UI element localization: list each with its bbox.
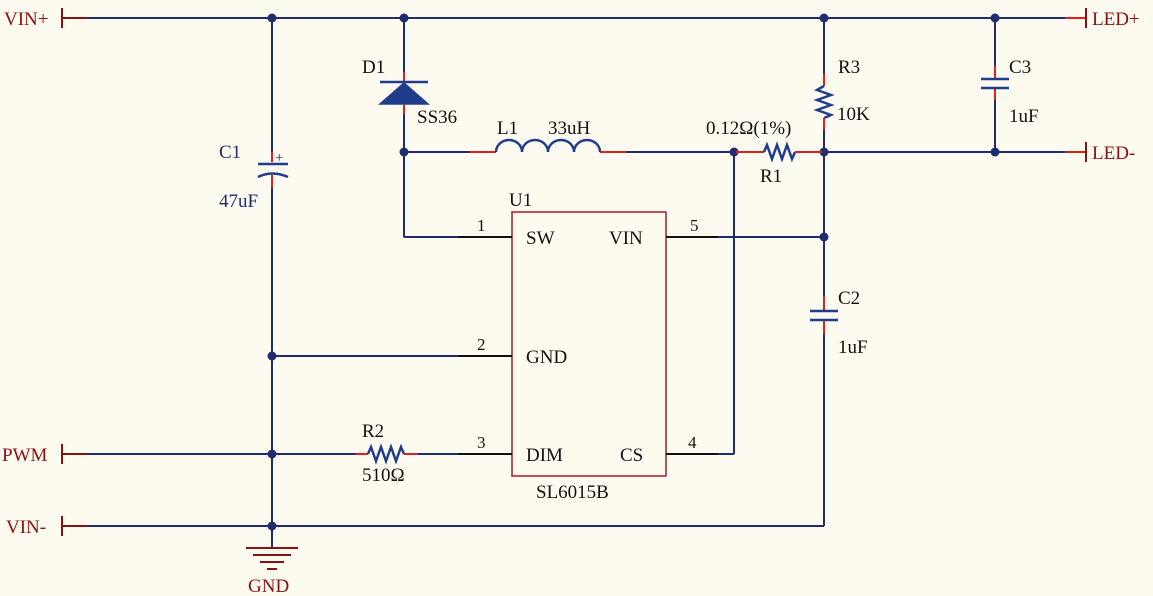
port-vin-plus: VIN+ <box>4 8 88 30</box>
port-label: VIN- <box>6 517 46 538</box>
junction-dot <box>990 147 1000 157</box>
ic-part: SL6015B <box>536 482 609 503</box>
capacitor-c1: + C1 47uF <box>219 142 289 212</box>
port-label: PWM <box>2 445 48 466</box>
d1-value: SS36 <box>417 107 457 128</box>
l1-value: 33uH <box>548 118 591 139</box>
pin-cs-name: CS <box>620 445 643 466</box>
port-label: LED- <box>1092 143 1135 164</box>
junction-dot <box>990 13 1000 23</box>
ic-u1: U1 SL6015B 1 SW 2 GND 3 DIM 5 VIN 4 CS <box>458 190 718 503</box>
port-led-plus: LED+ <box>1065 8 1140 30</box>
junctions <box>267 13 1000 531</box>
pin-vin-number: 5 <box>690 216 699 235</box>
pin-dim-name: DIM <box>526 445 563 466</box>
c2-ref: C2 <box>838 288 860 309</box>
capacitor-c2: C2 1uF <box>810 288 868 358</box>
port-label: VIN+ <box>4 9 49 30</box>
pin-dim-number: 3 <box>477 433 486 452</box>
pin-sw-number: 1 <box>477 216 486 235</box>
junction-dot <box>399 147 409 157</box>
gnd-label: GND <box>248 576 289 596</box>
r3-value: 10K <box>837 104 870 125</box>
r2-value: 510Ω <box>362 465 405 486</box>
c3-value: 1uF <box>1009 106 1039 127</box>
diode-d1: D1 SS36 <box>362 57 457 128</box>
pin-cs-number: 4 <box>688 433 697 452</box>
ic-ref: U1 <box>509 190 532 211</box>
d1-ref: D1 <box>362 57 385 78</box>
ic-body <box>511 211 667 477</box>
r1-ref: R1 <box>760 166 782 187</box>
port-vin-minus: VIN- <box>6 516 88 538</box>
inductor-l1: L1 33uH <box>470 118 626 153</box>
pin-sw-name: SW <box>526 228 555 249</box>
wires <box>88 17 1065 548</box>
port-led-minus: LED- <box>1065 142 1135 164</box>
capacitor-c3: C3 1uF <box>981 57 1039 127</box>
c1-value: 47uF <box>219 191 258 212</box>
junction-dot <box>729 147 739 157</box>
r2-ref: R2 <box>362 421 384 442</box>
junction-dot <box>819 232 829 242</box>
c2-value: 1uF <box>838 337 868 358</box>
junction-dot <box>819 147 829 157</box>
resistor-r3: R3 10K <box>813 57 870 130</box>
pin-gnd-number: 2 <box>477 335 486 354</box>
junction-dot <box>267 521 277 531</box>
junction-dot <box>267 351 277 361</box>
r3-ref: R3 <box>838 57 860 78</box>
resistor-r1: 0.12Ω(1%) R1 <box>706 118 822 187</box>
ground-symbol: GND <box>246 547 298 596</box>
port-pwm: PWM <box>2 444 88 466</box>
junction-dot <box>267 13 277 23</box>
pin-gnd-name: GND <box>526 347 567 368</box>
r1-value: 0.12Ω(1%) <box>706 118 791 139</box>
junction-dot <box>399 13 409 23</box>
port-label: LED+ <box>1092 9 1140 30</box>
c1-plus-sign: + <box>275 150 283 166</box>
junction-dot <box>819 13 829 23</box>
junction-dot <box>267 449 277 459</box>
c1-ref: C1 <box>219 142 241 163</box>
l1-ref: L1 <box>497 118 518 139</box>
c3-ref: C3 <box>1009 57 1031 78</box>
pin-vin-name: VIN <box>609 228 643 249</box>
resistor-r2: R2 510Ω <box>356 421 418 486</box>
